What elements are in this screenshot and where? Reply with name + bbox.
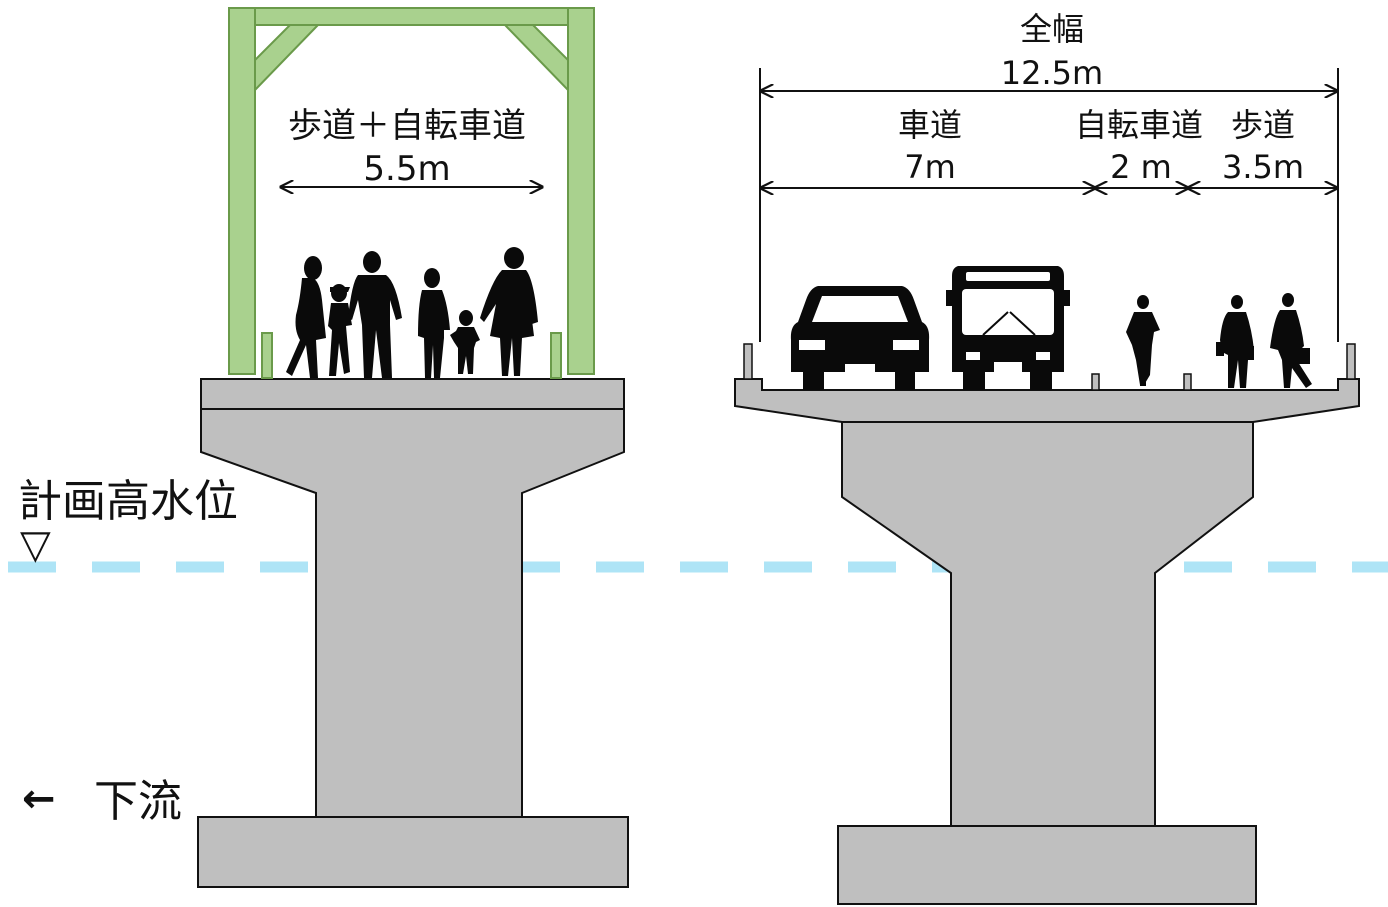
right-deck-slab xyxy=(734,378,1360,423)
planned-high-water-label: 計画高水位 xyxy=(18,476,238,527)
bus-icon xyxy=(946,266,1070,390)
downstream-arrow-icon: ← xyxy=(22,776,56,822)
water-level-marker-icon: ▽ xyxy=(20,522,51,568)
sidewalk-width: 3.5m xyxy=(1222,148,1304,186)
total-width-value: 12.5m xyxy=(1001,54,1103,92)
right-pier xyxy=(734,343,1360,905)
sidewalk-label: 歩道 xyxy=(1231,106,1295,144)
left-deck-slab xyxy=(200,378,625,410)
walker-silhouettes xyxy=(1216,293,1312,388)
right-footing xyxy=(837,825,1257,905)
left-section-title: 歩道＋自転車道 xyxy=(288,106,526,146)
left-pier xyxy=(197,378,629,888)
bike-lane-label: 自転車道 xyxy=(1075,106,1203,144)
roadway-label: 車道 xyxy=(898,106,962,144)
downstream-label: 下流 xyxy=(94,776,182,827)
left-footing xyxy=(197,816,629,888)
temporary-frame xyxy=(228,7,595,379)
right-pier-column xyxy=(841,421,1254,827)
total-width-title: 全幅 xyxy=(1020,10,1084,48)
bike-lane-width: 2 m xyxy=(1110,148,1172,186)
left-section-width: 5.5m xyxy=(363,149,450,189)
pedestrian-family-silhouettes xyxy=(286,247,538,378)
cyclist-icon xyxy=(1126,295,1160,386)
car-icon xyxy=(790,286,930,390)
left-pier-column xyxy=(200,407,625,818)
roadway-width: 7m xyxy=(904,148,956,186)
